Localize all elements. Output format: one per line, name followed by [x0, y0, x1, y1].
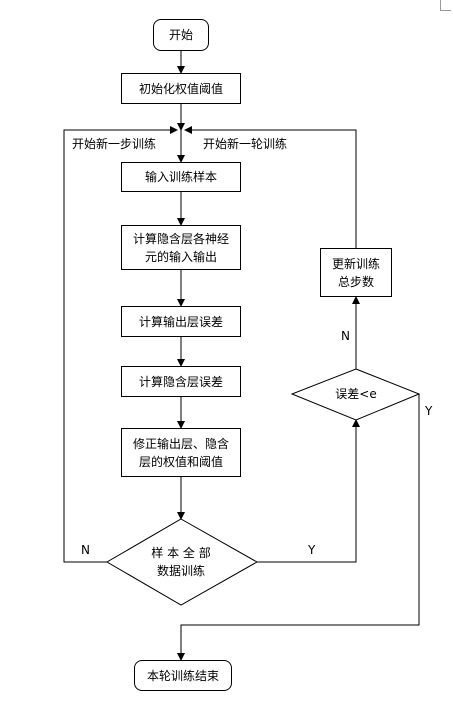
- input-samples-box: 输入训练样本: [121, 162, 241, 192]
- edge-label-n-right: N: [341, 329, 350, 343]
- loop-new-step-label: 开始新一步训练: [72, 137, 157, 151]
- edge-label-y-right: Y: [425, 404, 433, 418]
- adjust-weights-box: 修正输出层、隐含 层的权值和阈值: [121, 428, 241, 477]
- start-node: 开始: [153, 19, 209, 51]
- arrow-to-error-decision: [257, 419, 360, 563]
- arrow-loop-new-round: [184, 126, 357, 248]
- loop-new-round-label: 开始新一轮训练: [203, 137, 288, 151]
- init-weights-box: 初始化权值阈值: [121, 73, 241, 104]
- decision-error-label: 误差<e: [335, 387, 377, 401]
- end-node: 本轮训练结束: [134, 660, 232, 691]
- calc-hidden-io-box: 计算隐含层各神经 元的输入输出: [121, 225, 241, 270]
- calc-output-error-box: 计算输出层误差: [121, 306, 241, 337]
- update-steps-box: 更新训练 总步数: [320, 248, 392, 297]
- calc-hidden-error-box: 计算隐含层误差: [121, 366, 241, 397]
- page-corner-mark: [440, 0, 451, 11]
- edge-label-y-mid: Y: [308, 543, 316, 557]
- decision-error-shape: [290, 368, 421, 421]
- edge-label-n-left: N: [81, 543, 90, 557]
- decision-all-samples-label: 样 本 全 部 数据训练: [151, 546, 211, 578]
- arrow-error-to-end: [177, 394, 420, 661]
- arrow-loop-new-step: [63, 126, 178, 563]
- decision-all-samples-shape: [106, 518, 259, 606]
